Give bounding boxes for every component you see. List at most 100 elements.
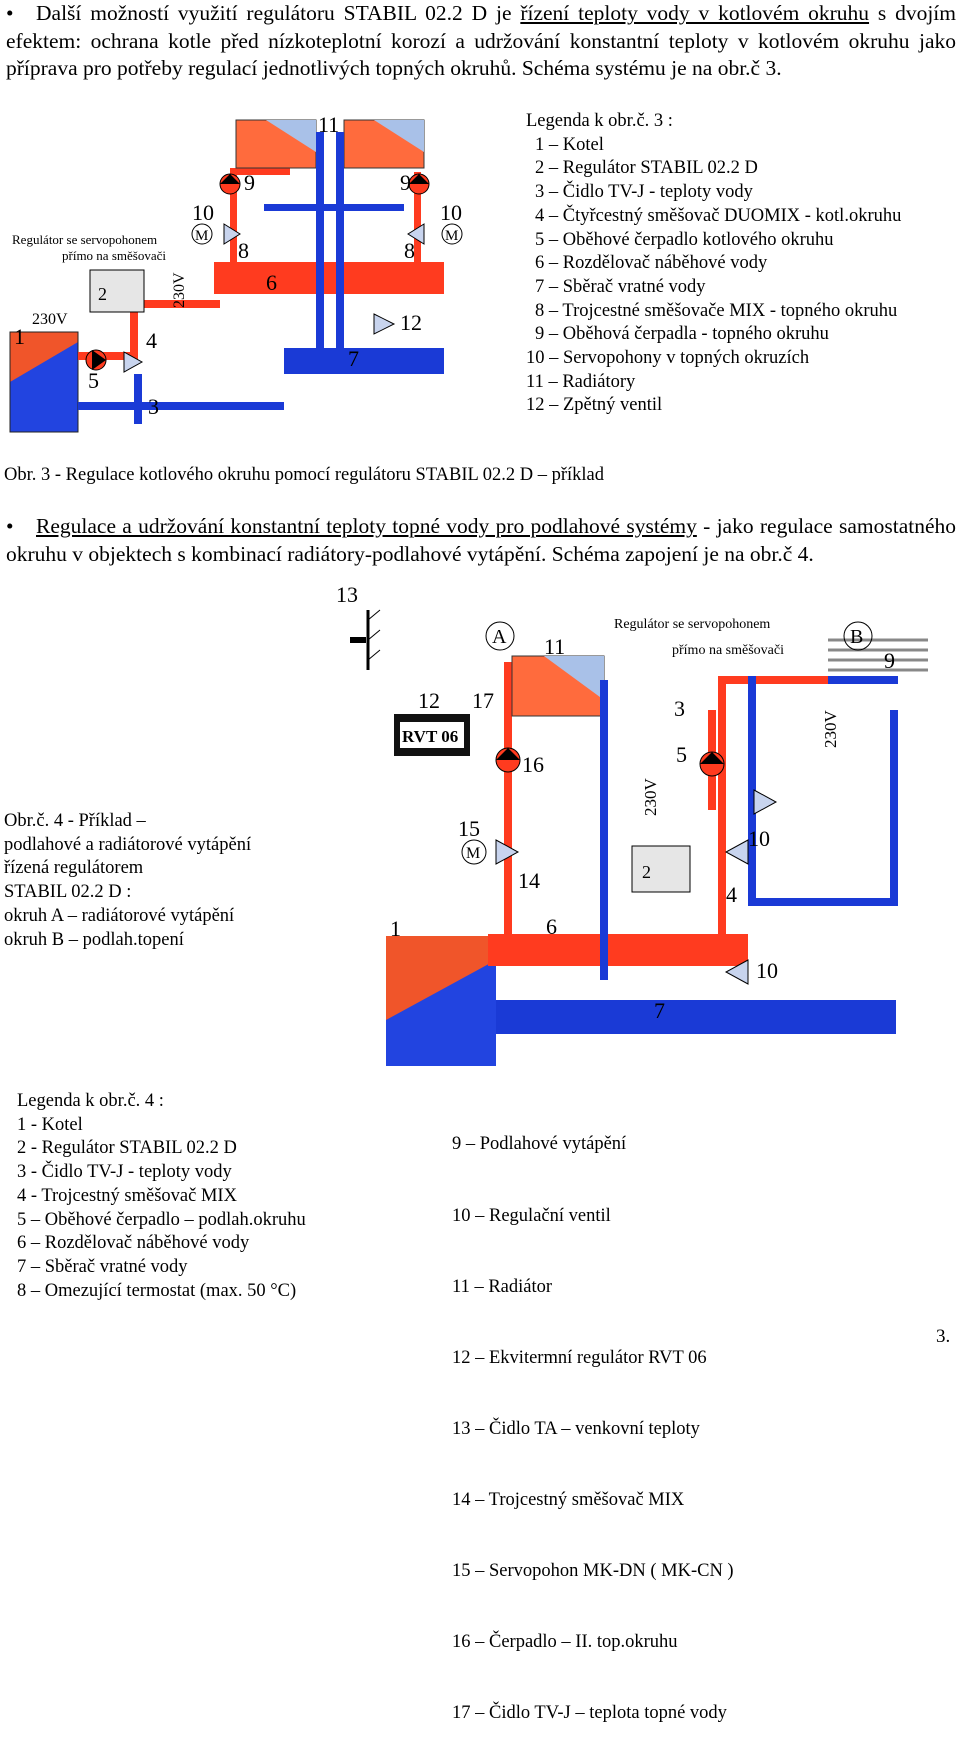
svg-text:RVT 06: RVT 06 (402, 727, 458, 746)
svg-text:M: M (445, 228, 458, 244)
legend-item: 4 - Trojcestný směšovač MIX (17, 1185, 237, 1206)
paragraph-text-rest: - jako regulace samostatného okruhu v ob… (6, 514, 957, 566)
figure-3-number-labels: 1 3 4 5 6 7 8 8 9 9 10 10 11 12 (14, 112, 462, 419)
legend-item: 3 - Čidlo TV-J - teploty vody (17, 1162, 232, 1183)
svg-text:2: 2 (642, 862, 651, 882)
outdoor-sensor-icon (350, 609, 381, 670)
legend-item: 6 – Rozdělovač náběhové vody (17, 1233, 250, 1254)
figure-4-legend-left: Legenda k obr.č. 4 : 1 - Kotel 2 - Regul… (17, 1090, 306, 1303)
svg-text:8: 8 (238, 238, 249, 263)
legend-item: 8 – Trojcestné směšovače MIX - topného o… (535, 300, 898, 321)
svg-text:1: 1 (390, 916, 401, 941)
figure-3-caption: Obr. 3 - Regulace kotlového okruhu pomoc… (4, 465, 604, 485)
legend-item: 12 – Ekvitermní regulátor RVT 06 (452, 1347, 707, 1368)
caption-line: okruh A – radiátorové vytápění (4, 905, 235, 926)
boiler (386, 936, 496, 1066)
motor-icons: M M (191, 223, 463, 245)
svg-text:10: 10 (440, 200, 462, 225)
figure-4-diagram: M RVT 06 2 Regulátor se servopohonem pří… (336, 582, 928, 1066)
svg-text:10: 10 (756, 958, 778, 983)
intro-paragraph: • Další možností využití regulátoru STABI… (6, 0, 956, 83)
svg-text:7: 7 (654, 998, 665, 1023)
page-number: 3. (936, 1326, 951, 1347)
legend-item: 11 – Radiátory (526, 371, 636, 392)
caption-line: okruh B – podlah.topení (4, 929, 184, 950)
svg-text:1: 1 (14, 324, 25, 349)
motor-icon: M (461, 839, 487, 865)
legend-item: 3 – Čidlo TV-J - teploty vody (535, 182, 753, 203)
paragraph-text: Další možností využití regulátoru STABIL… (36, 1, 521, 25)
svg-text:14: 14 (518, 868, 540, 893)
legend-item: 2 – Regulátor STABIL 02.2 D (535, 158, 758, 179)
svg-text:15: 15 (458, 816, 480, 841)
legend-item: 10 – Servopohony v topných okruzích (526, 348, 810, 369)
svg-text:9: 9 (884, 648, 895, 673)
legend-item: 15 – Servopohon MK-DN ( MK-CN ) (452, 1561, 734, 1582)
voltage-label-vertical: 230V (641, 778, 660, 817)
svg-text:M: M (466, 845, 480, 862)
bullet: • (6, 1, 14, 25)
boiler (9, 331, 79, 433)
svg-text:2: 2 (98, 284, 107, 304)
underlined-topic: řízení teploty vody v kotlovém okruhu (520, 1, 870, 25)
regulator-note-2: přímo na směšovači (672, 643, 784, 658)
svg-text:6: 6 (546, 914, 557, 939)
caption-line: řízená regulátorem (4, 858, 144, 879)
pump-icons (495, 747, 725, 777)
legend-item: 9 – Oběhová čerpadla - topného okruhu (535, 324, 829, 345)
svg-text:B: B (850, 626, 863, 648)
svg-text:5: 5 (676, 742, 687, 767)
svg-text:12: 12 (400, 310, 422, 335)
caption-line: STABIL 02.2 D : (4, 882, 132, 903)
legend-item: 14 – Trojcestný směšovač MIX (452, 1489, 685, 1510)
figure-4-number-labels: 1 3 4 5 6 7 9 10 10 11 12 13 14 15 16 17 (336, 582, 895, 1023)
legend-title: Legenda k obr.č. 3 : (526, 111, 673, 131)
svg-text:10: 10 (192, 200, 214, 225)
legend-item: 1 - Kotel (17, 1114, 83, 1135)
regulator-box: 2 (89, 269, 145, 313)
underlined-topic: Regulace a udržování konstantní teploty … (36, 514, 697, 538)
floor-heating-paragraph: • Regulace a udržování konstantní teploty… (6, 513, 956, 568)
svg-text:M: M (195, 228, 208, 244)
svg-text:4: 4 (146, 328, 157, 353)
figure-4-caption: Obr.č. 4 - Příklad – podlahové a radiáto… (4, 810, 251, 952)
svg-text:11: 11 (318, 112, 339, 137)
svg-text:4: 4 (726, 882, 737, 907)
pump-icons (85, 173, 430, 371)
legend-item: 2 - Regulátor STABIL 02.2 D (17, 1138, 237, 1159)
svg-text:17: 17 (472, 688, 494, 713)
legend-item: 16 – Čerpadlo – II. top.okruhu (452, 1632, 678, 1653)
svg-text:16: 16 (522, 752, 544, 777)
legend-item: 9 – Podlahové vytápění (452, 1134, 627, 1155)
legend-item: 7 – Sběrač vratné vody (17, 1256, 188, 1277)
svg-text:3: 3 (674, 696, 685, 721)
legend-title: Legenda k obr.č. 4 : (17, 1091, 164, 1111)
svg-text:9: 9 (244, 170, 255, 195)
radiator-left (235, 119, 317, 169)
paragraph-text-rest: s dvojím efektem: ochrana kotle před níz… (6, 1, 956, 80)
figure-3-diagram: M M 2 Regulátor se servopohonem přímo na… (9, 112, 463, 433)
radiator (511, 655, 605, 717)
caption-line: Obr.č. 4 - Příklad – (4, 811, 146, 831)
figure-3-legend: Legenda k obr.č. 3 : 1 – Kotel 2 – Regul… (526, 110, 901, 418)
svg-text:A: A (492, 626, 507, 648)
legend-item: 8 – Omezující termostat (max. 50 °C) (17, 1280, 297, 1301)
return-pipes (496, 676, 898, 1034)
legend-item: 5 – Oběhové čerpadlo – podlah.okruhu (17, 1209, 306, 1230)
svg-text:3: 3 (148, 394, 159, 419)
radiator-right (343, 119, 425, 169)
voltage-label-vertical: 230V (171, 272, 188, 308)
bullet: • (6, 514, 14, 538)
legend-item: 4 – Čtyřcestný směšovač DUOMIX - kotl.ok… (535, 205, 902, 226)
floor-heating-coil (828, 638, 928, 672)
svg-text:13: 13 (336, 582, 358, 607)
regulator-box: 2 (631, 845, 691, 893)
legend-item: 12 – Zpětný ventil (526, 395, 663, 416)
svg-text:12: 12 (418, 688, 440, 713)
valve-icons (495, 789, 778, 985)
svg-text:5: 5 (88, 368, 99, 393)
voltage-label-vertical-2: 230V (821, 710, 840, 749)
legend-item: 7 – Sběrač vratné vody (535, 276, 706, 297)
regulator-note: Regulátor se servopohonem (614, 617, 770, 632)
valve-icons (123, 223, 425, 373)
